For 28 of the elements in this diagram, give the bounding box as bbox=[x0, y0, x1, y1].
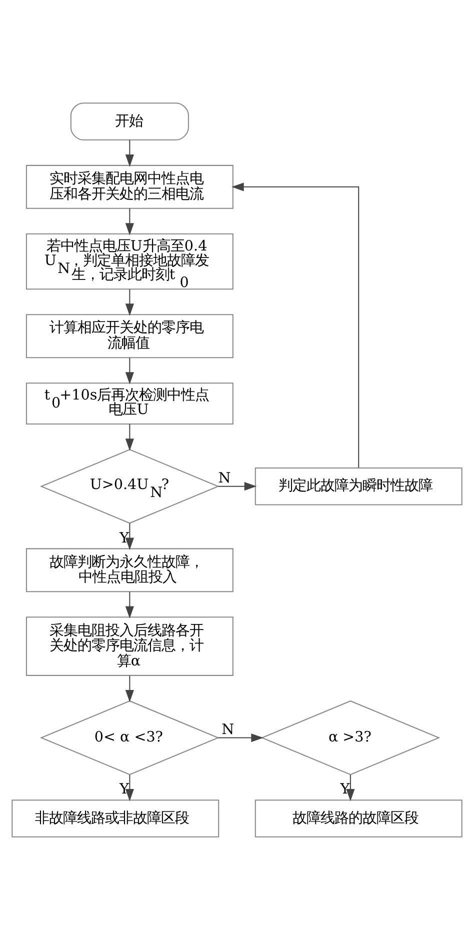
edge-label: N bbox=[222, 722, 234, 738]
node-box: 实时采集配电网中性点电压和各开关处的三相电流 bbox=[26, 164, 234, 209]
arrow bbox=[125, 774, 134, 802]
node-box: 采集电阻投入后线路各开关处的零序电流信息，计算α bbox=[26, 616, 234, 676]
node-box: 故障判断为永久性故障，中性点电阻投入 bbox=[26, 548, 234, 592]
edge-label: Y bbox=[119, 530, 129, 546]
edge-label: N bbox=[218, 470, 231, 486]
arrow bbox=[346, 774, 355, 802]
node-box: 非故障线路或非故障区段 bbox=[12, 800, 220, 838]
node-diamond: α >3? bbox=[260, 700, 440, 776]
arrow bbox=[218, 482, 257, 491]
node-box: 判定此故障为瞬时性故障 bbox=[254, 467, 462, 506]
arrow bbox=[232, 182, 360, 468]
arrow bbox=[125, 523, 134, 550]
edge-label: Y bbox=[119, 782, 129, 798]
arrow bbox=[125, 424, 134, 451]
node-box: 开始 bbox=[70, 102, 189, 140]
arrow bbox=[125, 289, 134, 316]
arrow bbox=[218, 733, 264, 742]
arrow bbox=[125, 358, 134, 384]
node-box: 故障线路的故障区段 bbox=[254, 800, 462, 838]
node-diamond: 0< α <3? bbox=[40, 700, 220, 776]
node-box: 计算相应开关处的零序电流幅值 bbox=[26, 314, 234, 358]
edge-label: Y bbox=[340, 782, 350, 798]
arrow bbox=[125, 208, 134, 236]
arrow bbox=[125, 592, 134, 618]
arrow bbox=[125, 140, 134, 167]
arrow bbox=[125, 676, 134, 702]
